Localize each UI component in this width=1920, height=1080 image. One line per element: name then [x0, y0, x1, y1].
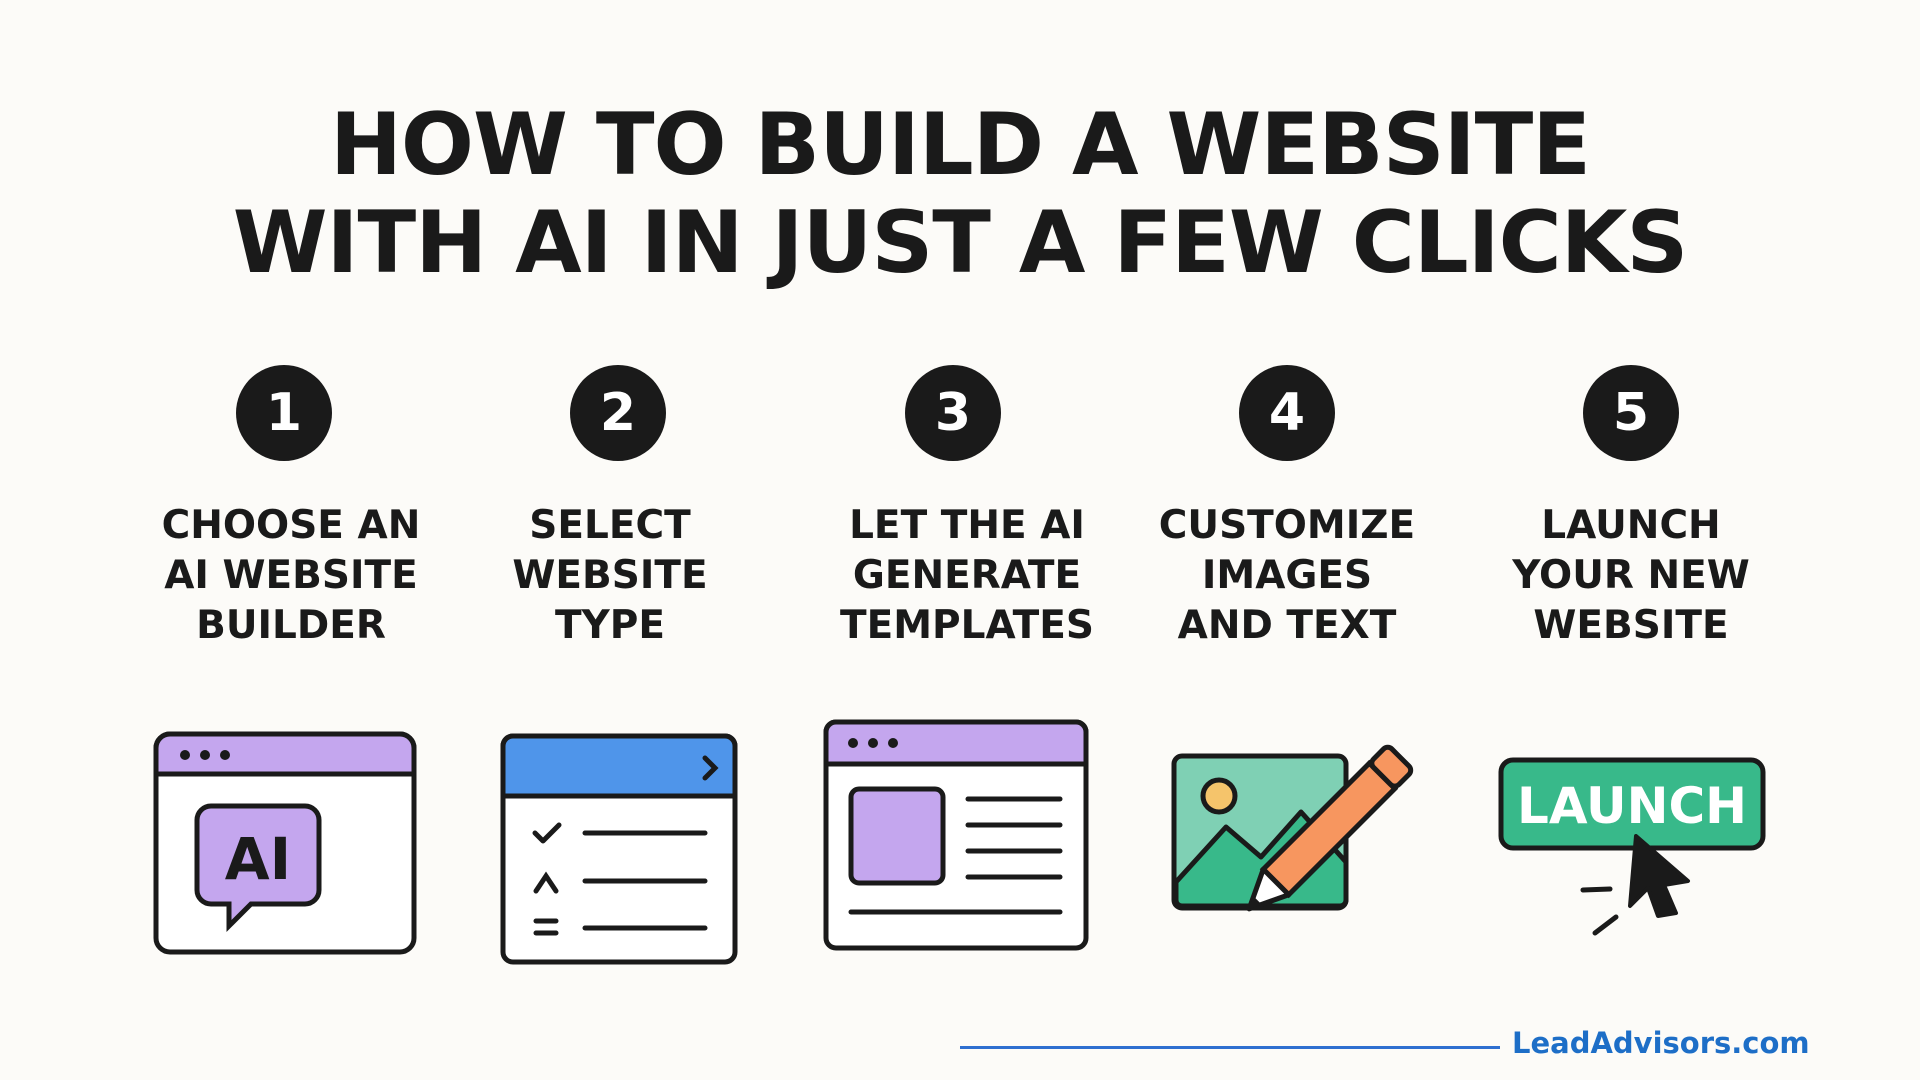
step-5-label-line: LAUNCH [1541, 503, 1721, 548]
step-4-label: CUSTOMIZE IMAGES AND TEXT [1137, 501, 1437, 651]
step-4-label-line: IMAGES [1201, 553, 1373, 598]
footer-divider [960, 1046, 1500, 1049]
checklist-window-icon [500, 733, 738, 965]
step-2-label: SELECT WEBSITE TYPE [460, 501, 760, 651]
step-3-label-line: TEMPLATES [840, 603, 1094, 648]
step-5-number: 5 [1583, 365, 1679, 461]
step-3-label-line: LET THE AI [849, 503, 1085, 548]
launch-button-icon: LAUNCH [1498, 757, 1766, 936]
step-4-label-line: CUSTOMIZE [1158, 503, 1416, 548]
step-1-label: CHOOSE AN AI WEBSITE BUILDER [141, 501, 441, 651]
launch-button-text: LAUNCH [1517, 777, 1747, 835]
step-2-label-line: TYPE [554, 603, 666, 648]
title-line-1: HOW TO BUILD A WEBSITE [329, 95, 1591, 195]
step-1-label-line: AI WEBSITE [164, 553, 418, 598]
title-line-2: WITH AI IN JUST A FEW CLICKS [232, 193, 1689, 293]
step-5-label-line: YOUR NEW [1512, 553, 1750, 598]
step-3-label: LET THE AI GENERATE TEMPLATES [817, 501, 1117, 651]
step-2-label-line: WEBSITE [512, 553, 708, 598]
ai-builder-window-icon: AI [153, 731, 417, 955]
ai-icon-text: AI [225, 825, 291, 893]
step-4-number: 4 [1239, 365, 1335, 461]
step-5-label-line: WEBSITE [1533, 603, 1729, 648]
step-2-number: 2 [570, 365, 666, 461]
step-5-label: LAUNCH YOUR NEW WEBSITE [1481, 501, 1781, 651]
step-1-label-line: BUILDER [196, 603, 386, 648]
step-1-label-line: CHOOSE AN [161, 503, 421, 548]
template-window-icon [823, 719, 1089, 951]
footer-brand-link[interactable]: LeadAdvisors.com [1512, 1026, 1810, 1060]
step-4-label-line: AND TEXT [1177, 603, 1397, 648]
step-2-label-line: SELECT [529, 503, 691, 548]
image-pencil-icon [1171, 744, 1414, 912]
step-3-label-line: GENERATE [852, 553, 1082, 598]
step-3-number: 3 [905, 365, 1001, 461]
step-1-number: 1 [236, 365, 332, 461]
